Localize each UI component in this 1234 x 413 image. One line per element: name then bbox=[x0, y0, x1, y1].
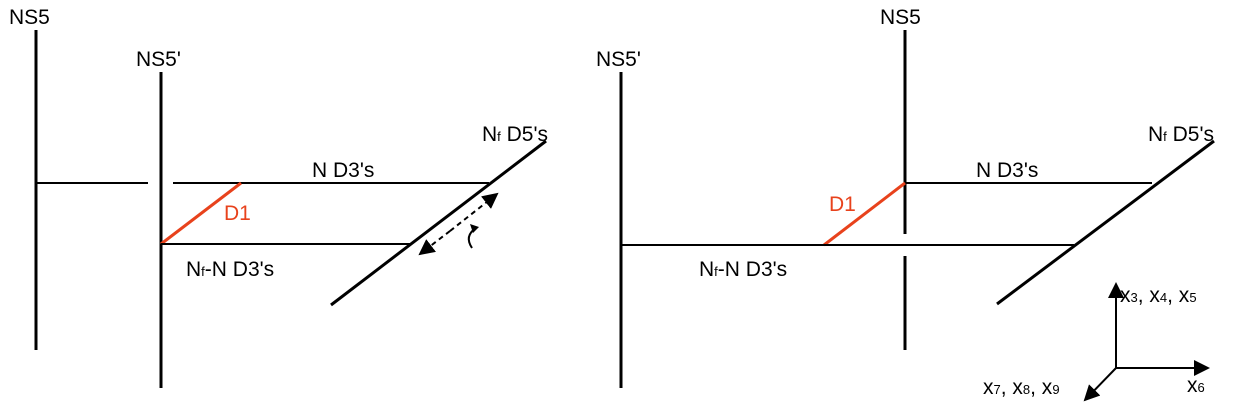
axis-right-label: x6 bbox=[1187, 374, 1205, 397]
left-nf-d5-label: Nf D5's bbox=[482, 123, 548, 146]
left-nf-d5-brane bbox=[330, 139, 547, 307]
right-nf-n-rest: -N D3's bbox=[718, 258, 787, 281]
left-dashed-arrow-down bbox=[418, 230, 451, 256]
right-nf-d5-label: Nf D5's bbox=[1148, 123, 1214, 146]
right-d1-brane bbox=[823, 181, 906, 247]
left-ns5-label: NS5 bbox=[9, 6, 50, 29]
axis-up-c2: , x bbox=[1167, 284, 1190, 307]
left-d1-brane bbox=[160, 181, 242, 246]
right-ns5prime-label: NS5' bbox=[596, 48, 641, 71]
right-panel: NS5' NS5 N D3's D1 Nf-N D3's Nf D5's bbox=[596, 6, 1215, 388]
axis-right-x: x bbox=[1187, 374, 1198, 397]
axis-up-s3: 5 bbox=[1189, 290, 1196, 305]
axis-up-c1: , x bbox=[1138, 284, 1161, 307]
right-nf-n-d3-label: Nf-N D3's bbox=[699, 258, 787, 281]
left-nf-n-sub: f bbox=[201, 264, 205, 279]
left-nf-main: N bbox=[482, 123, 497, 146]
axis-diag-x: x bbox=[983, 376, 994, 399]
axis-up-x: x bbox=[1120, 284, 1131, 307]
right-nf-main: N bbox=[1148, 123, 1163, 146]
left-nf-n-main: N bbox=[186, 258, 201, 281]
left-nf-n-rest: -N D3's bbox=[205, 258, 274, 281]
axis-diag-s2: 8 bbox=[1023, 382, 1030, 397]
left-n-d3-label: N D3's bbox=[312, 159, 374, 182]
left-ns5prime-label: NS5' bbox=[136, 48, 181, 71]
left-d1-label: D1 bbox=[224, 202, 251, 225]
left-nf-sub: f bbox=[497, 129, 501, 144]
axis-right-s1: 6 bbox=[1198, 380, 1205, 395]
right-nf-rest: D5's bbox=[1167, 123, 1214, 146]
right-n-d3-label: N D3's bbox=[976, 159, 1038, 182]
axis-diag-arrow bbox=[1083, 367, 1117, 402]
right-nf-sub: f bbox=[1163, 129, 1167, 144]
axis-diag-s1: 7 bbox=[994, 382, 1001, 397]
right-d1-label: D1 bbox=[829, 193, 856, 216]
axis-up-label: x3, x4, x5 bbox=[1120, 284, 1197, 307]
left-rotation-arrowhead-icon bbox=[470, 224, 479, 233]
axis-diag-s3: 9 bbox=[1052, 382, 1059, 397]
axis-diag-c1: , x bbox=[1001, 376, 1024, 399]
axis-diag-c2: , x bbox=[1030, 376, 1053, 399]
left-dashed-arrow-up bbox=[449, 192, 499, 232]
right-nf-n-main: N bbox=[699, 258, 714, 281]
left-nf-rest: D5's bbox=[501, 123, 548, 146]
right-nf-d5-brane bbox=[996, 139, 1215, 306]
axis-diag-label: x7, x8, x9 bbox=[983, 376, 1060, 399]
right-ns5-label: NS5 bbox=[880, 6, 921, 29]
right-nf-n-sub: f bbox=[714, 264, 718, 279]
axes-legend: x3, x4, x5 x6 x7, x8, x9 bbox=[983, 282, 1210, 402]
left-nf-n-d3-label: Nf-N D3's bbox=[186, 258, 274, 281]
left-panel: NS5 NS5' N D3's D1 Nf-N D3's Nf D5's bbox=[9, 6, 548, 388]
axis-up-s2: 4 bbox=[1160, 290, 1167, 305]
axis-up-s1: 3 bbox=[1131, 290, 1138, 305]
